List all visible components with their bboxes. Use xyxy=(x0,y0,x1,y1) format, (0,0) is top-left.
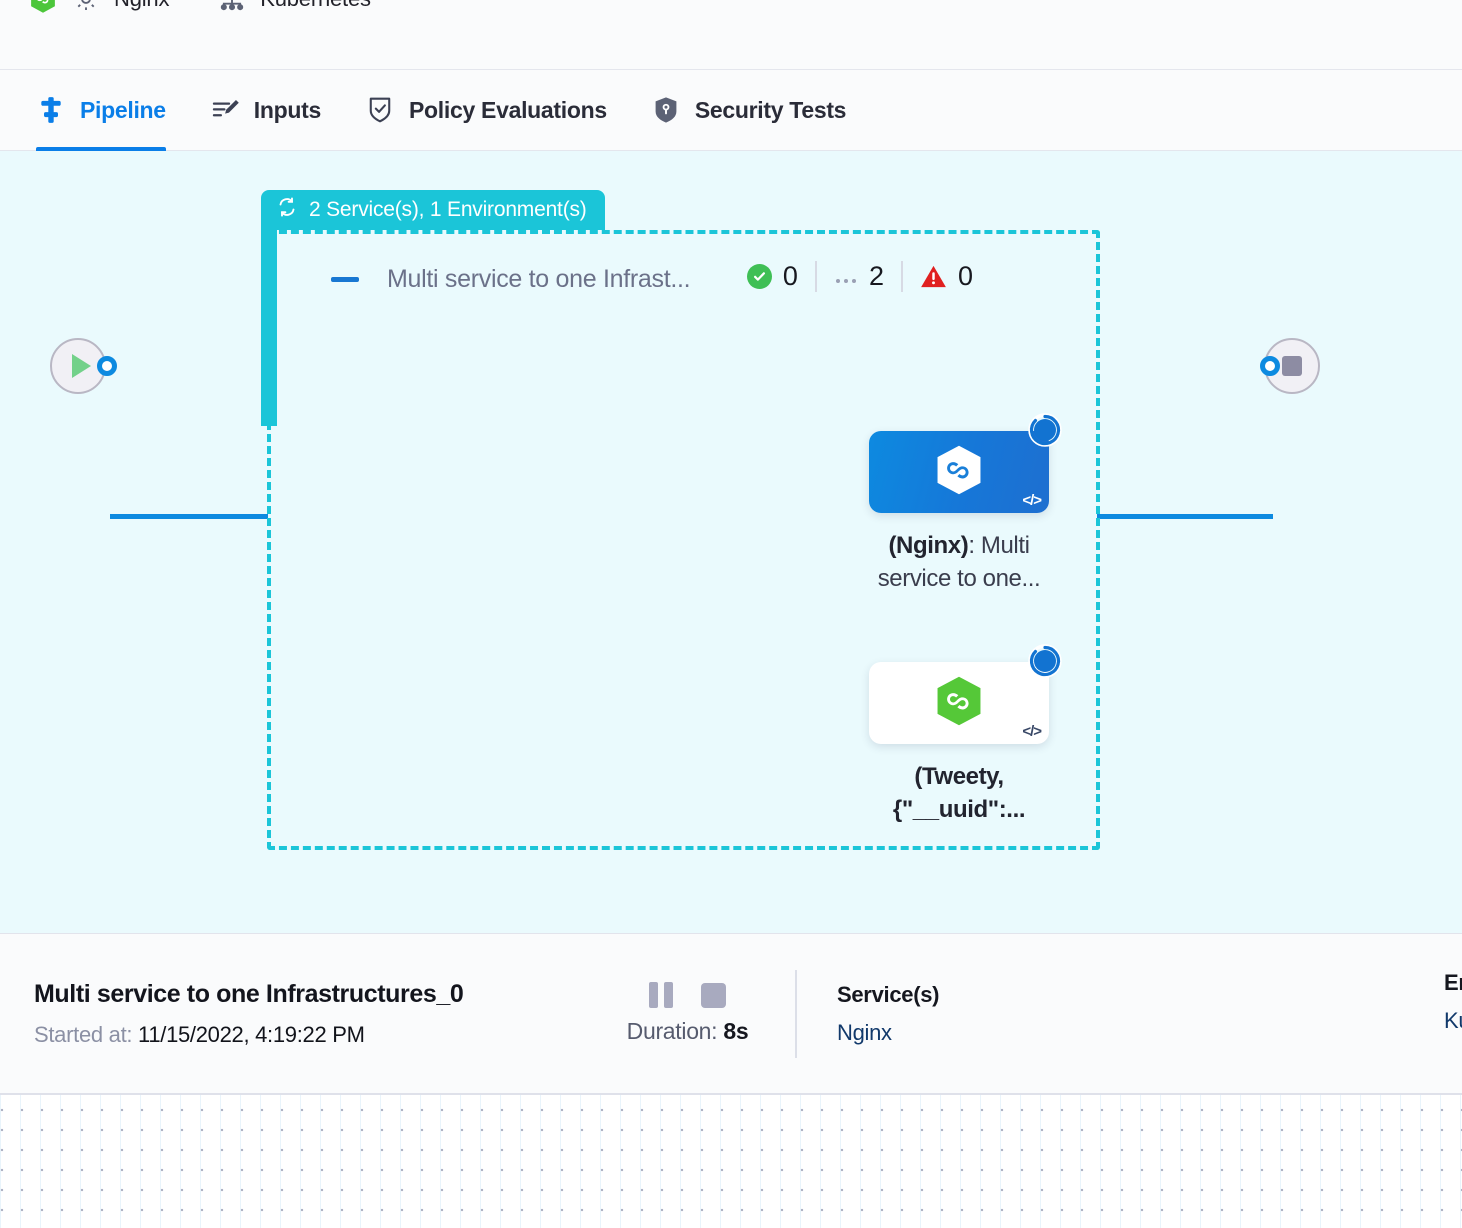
environments-heading: Envi xyxy=(1444,970,1462,995)
loop-repeat-icon xyxy=(275,195,299,225)
tab-label-security-tests: Security Tests xyxy=(694,96,847,123)
service-node-nginx[interactable]: </> (Nginx): Multi service to one... xyxy=(869,413,1062,595)
start-node[interactable] xyxy=(50,338,106,394)
breadcrumb-label-kubernetes: Kubernetes xyxy=(260,0,371,12)
status-count-success: 0 xyxy=(782,261,798,291)
stop-icon xyxy=(1282,356,1302,376)
canvas-grid-footer[interactable] xyxy=(0,1093,1462,1228)
group-chip[interactable]: 2 Service(s), 1 Environment(s) xyxy=(261,190,605,230)
warning-triangle-icon xyxy=(920,264,947,289)
group-header: Multi service to one Infrast... 0 xyxy=(331,259,1046,299)
breadcrumb-item-kubernetes[interactable]: Kubernetes xyxy=(217,0,371,14)
collapse-icon[interactable] xyxy=(331,276,359,282)
tab-label-policy-evaluations: Policy Evaluations xyxy=(409,96,607,123)
status-count-running: 2 xyxy=(868,261,884,291)
tab-policy-evaluations[interactable]: Policy Evaluations xyxy=(365,70,607,151)
pipeline-icon xyxy=(36,95,66,125)
service-node-tweety-card[interactable]: </> xyxy=(869,644,1062,744)
edge-group-to-end xyxy=(1097,514,1273,519)
breadcrumb: Nginx Kubernetes xyxy=(0,0,1462,70)
detail-divider xyxy=(795,969,797,1058)
pipeline-canvas[interactable]: 2 Service(s), 1 Environment(s) Multi ser… xyxy=(0,151,1462,933)
code-icon: </> xyxy=(1022,723,1042,740)
code-icon: </> xyxy=(1022,492,1042,509)
service-node-nginx-label-rest: : Multi service to one... xyxy=(877,532,1041,593)
execution-controls: Duration: 8s xyxy=(580,982,795,1045)
execution-started-at: Started at: 11/15/2022, 4:19:22 PM xyxy=(34,1022,580,1048)
status-badge-failed: 0 xyxy=(900,261,990,292)
execution-summary: Multi service to one Infrastructures_0 S… xyxy=(0,980,580,1048)
harness-hexagon-icon xyxy=(28,0,58,14)
environments-column: Envi Kub xyxy=(1404,970,1462,1034)
play-icon xyxy=(71,354,91,378)
start-node-port[interactable] xyxy=(97,356,117,376)
services-column: Service(s) Nginx xyxy=(797,982,939,1046)
spinner-icon xyxy=(1027,643,1063,679)
status-count-failed: 0 xyxy=(957,261,973,291)
group-chip-label: 2 Service(s), 1 Environment(s) xyxy=(309,198,587,221)
tab-security-tests[interactable]: Security Tests xyxy=(651,70,846,151)
tab-inputs[interactable]: Inputs xyxy=(210,70,321,151)
execution-title: Multi service to one Infrastructures_0 xyxy=(34,979,464,1008)
tab-label-pipeline: Pipeline xyxy=(80,96,166,123)
status-badge-success: 0 xyxy=(746,261,815,292)
service-node-tweety-label-rest: {"__uuid":... xyxy=(892,796,1026,824)
spinner-icon xyxy=(1027,412,1063,448)
group-title: Multi service to one Infrast... xyxy=(387,264,691,293)
ellipsis-icon xyxy=(834,261,858,292)
duration-value: 8s xyxy=(723,1018,749,1044)
stop-button[interactable] xyxy=(701,982,726,1008)
service-node-tweety-label-bold: (Tweety, xyxy=(914,763,1004,790)
grid-dot-pattern xyxy=(0,1095,1462,1228)
execution-duration: Duration: 8s xyxy=(580,1018,795,1045)
pause-button[interactable] xyxy=(649,982,673,1008)
started-at-value: 11/15/2022, 4:19:22 PM xyxy=(138,1021,365,1047)
gear-icon xyxy=(71,0,101,14)
group-status-counts: 0 2 xyxy=(746,261,990,292)
environments-value-kubernetes[interactable]: Kub xyxy=(1444,1008,1462,1033)
tab-pipeline[interactable]: Pipeline xyxy=(36,70,166,151)
security-shield-icon xyxy=(651,95,681,125)
status-badge-running: 2 xyxy=(814,261,901,292)
inputs-icon xyxy=(210,95,240,125)
service-node-tweety[interactable]: </> (Tweety, {"__uuid":... xyxy=(869,644,1062,826)
kubernetes-icon xyxy=(217,0,247,14)
group-stage-container[interactable]: Multi service to one Infrast... 0 xyxy=(267,230,1100,850)
policy-shield-check-icon xyxy=(365,95,395,125)
services-heading: Service(s) xyxy=(837,981,940,1007)
duration-label: Duration: xyxy=(626,1018,718,1044)
harness-hexagon-icon xyxy=(931,442,987,503)
check-circle-icon xyxy=(746,264,772,289)
service-node-nginx-card[interactable]: </> xyxy=(869,413,1062,513)
service-node-nginx-label: (Nginx): Multi service to one... xyxy=(859,529,1059,595)
service-node-tweety-label: (Tweety, {"__uuid":... xyxy=(859,760,1059,826)
services-value-nginx[interactable]: Nginx xyxy=(837,1019,892,1045)
end-node-port[interactable] xyxy=(1260,356,1280,376)
execution-detail-panel: Multi service to one Infrastructures_0 S… xyxy=(0,933,1462,1093)
tab-bar: Pipeline Inputs Policy Evaluations xyxy=(0,70,1462,151)
edge-start-to-group xyxy=(110,514,268,519)
breadcrumb-item-nginx[interactable]: Nginx xyxy=(28,0,169,14)
harness-hexagon-icon xyxy=(931,673,987,734)
tab-label-inputs: Inputs xyxy=(253,96,322,123)
started-at-label: Started at: xyxy=(34,1021,133,1047)
breadcrumb-label-nginx: Nginx xyxy=(114,0,169,12)
service-node-nginx-label-bold: (Nginx) xyxy=(888,532,969,559)
